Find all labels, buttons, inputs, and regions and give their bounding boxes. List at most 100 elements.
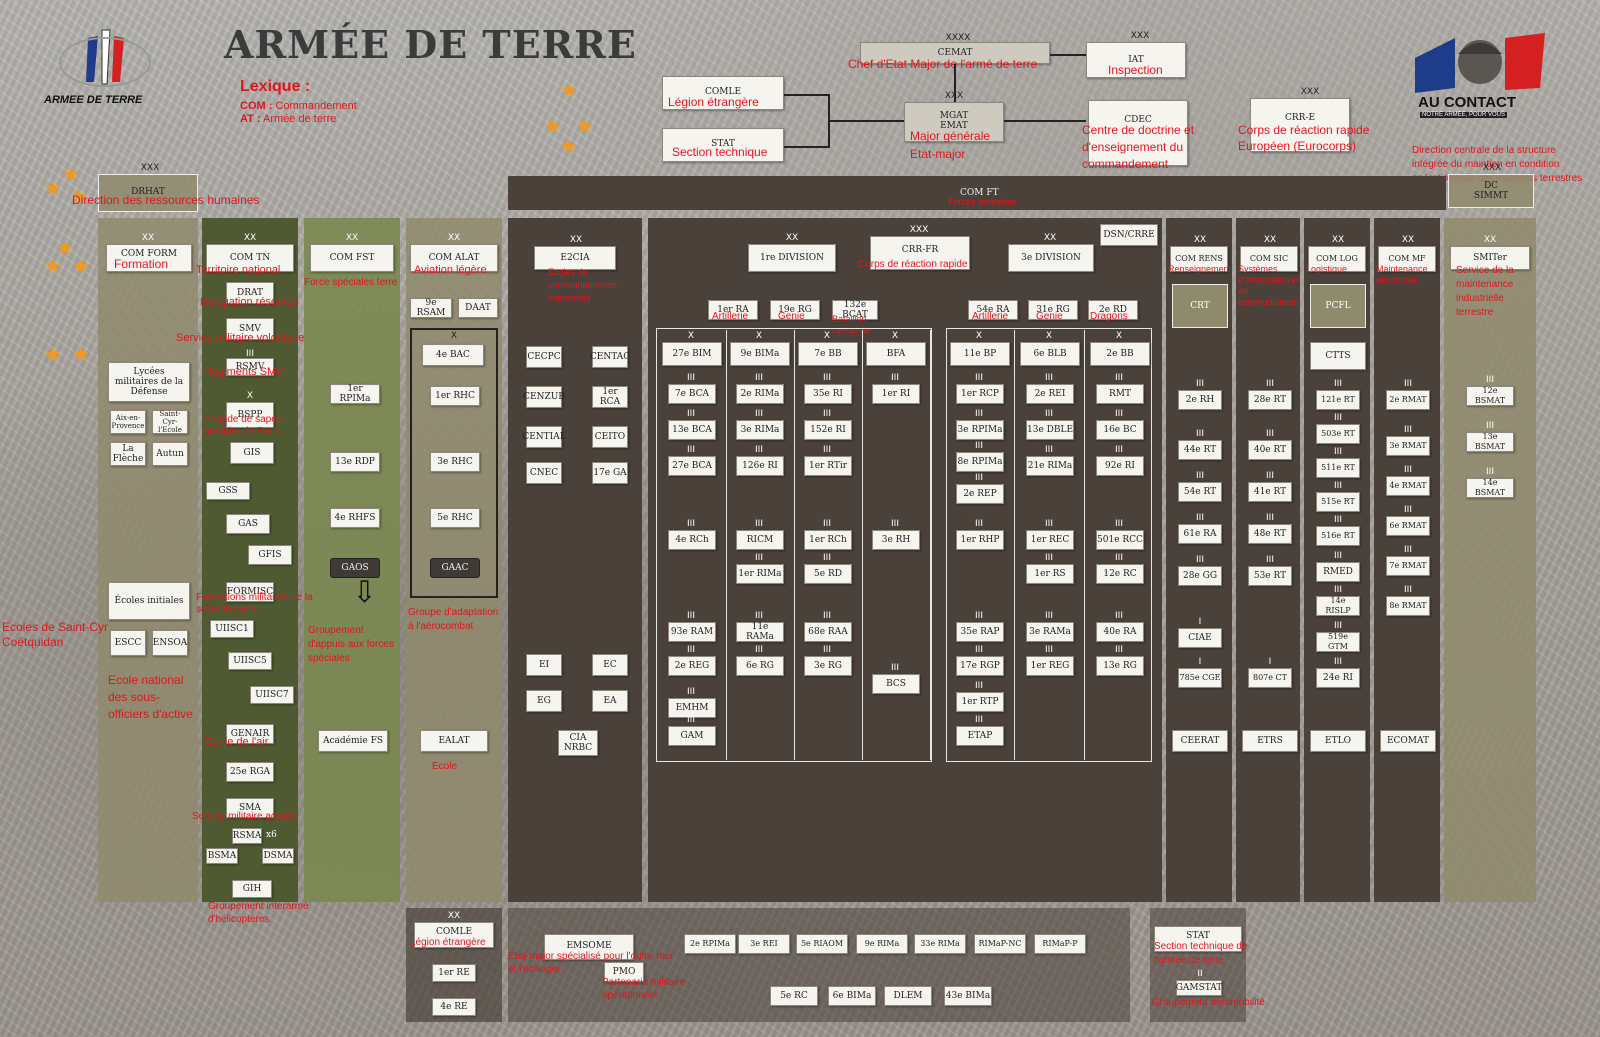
emsome-unit-box[interactable]: 5e RIAOM — [796, 934, 848, 954]
smv-box[interactable]: SMV — [226, 318, 274, 340]
unit-box[interactable]: 21e RIMa — [1026, 456, 1074, 476]
unit-box[interactable]: 121e RT — [1316, 390, 1360, 410]
comfst-box[interactable]: COM FST — [310, 244, 394, 272]
unit-box[interactable]: 11e RAMa — [736, 622, 784, 642]
division-3-box[interactable]: 3e DIVISION — [1008, 244, 1094, 272]
dsn-box[interactable]: DSN/CRRE — [1100, 224, 1158, 246]
rd2-box[interactable]: 2e RD — [1088, 300, 1138, 320]
unit-box[interactable]: 4e RMAT — [1386, 476, 1430, 496]
ealat-box[interactable]: EALAT — [420, 730, 488, 752]
rsma-box[interactable]: RSMA — [232, 828, 262, 844]
smiter-box[interactable]: SMITer — [1450, 246, 1530, 270]
emsome-unit-box[interactable]: 9e RIMa — [856, 934, 908, 954]
lycees-box[interactable]: Lycées militaires de la Défense — [108, 362, 190, 402]
comsic-school-box[interactable]: ETRS — [1242, 730, 1298, 752]
re4-box[interactable]: 4e RE — [432, 998, 476, 1016]
unit-box[interactable]: 35e RI — [804, 384, 852, 404]
academie-fs-box[interactable]: Académie FS — [318, 730, 388, 752]
emsome-unit-box[interactable]: DLEM — [884, 986, 932, 1006]
unit-box[interactable]: 28e RT — [1248, 390, 1292, 410]
unit-box[interactable]: 511e RT — [1316, 458, 1360, 478]
uisc1-box[interactable]: UIISC1 — [210, 620, 254, 638]
unit-box[interactable]: 6e RG — [736, 656, 784, 676]
unit-box[interactable]: 14e RISLP — [1316, 596, 1360, 616]
unit-box[interactable]: 13e RG — [1096, 656, 1144, 676]
unit-box[interactable]: 54e RT — [1178, 482, 1222, 502]
e2cia-unit-box[interactable]: CENZUB — [523, 386, 565, 408]
unit-box[interactable]: 2e REP — [956, 484, 1004, 504]
emsome-unit-box[interactable]: 3e REI — [738, 934, 790, 954]
gih-box[interactable]: GIH — [232, 880, 272, 898]
emsome-unit-box[interactable]: 6e BIMa — [828, 986, 876, 1006]
unit-box[interactable]: 501e RCC — [1096, 530, 1144, 550]
lafleche-box[interactable]: La Flèche — [110, 442, 146, 466]
gamstat-box[interactable]: GAMSTAT — [1176, 980, 1222, 996]
unit-box[interactable]: 785e CGE — [1178, 668, 1222, 688]
comrens-crt-box[interactable]: CRT — [1172, 284, 1228, 328]
commf-box[interactable]: COM MF — [1378, 246, 1436, 272]
gis-box[interactable]: GIS — [230, 442, 274, 464]
gss-box[interactable]: GSS — [206, 482, 250, 500]
escc-box[interactable]: ESCC — [110, 630, 146, 656]
brigade-box[interactable]: 11e BP — [950, 342, 1010, 366]
unit-box[interactable]: RMED — [1316, 562, 1360, 582]
ensoa-box[interactable]: ENSOA — [152, 630, 188, 656]
unit-box[interactable]: 126e RI — [736, 456, 784, 476]
bspp-box[interactable]: BSPP — [226, 402, 274, 428]
unit-box[interactable]: 7e RMAT — [1386, 556, 1430, 576]
unit-box[interactable]: 61e RA — [1178, 524, 1222, 544]
emsome-unit-box[interactable]: 5e RC — [770, 986, 818, 1006]
rsam-box[interactable]: 9e RSAM — [410, 298, 452, 318]
uisc5-box[interactable]: UIISC5 — [228, 652, 272, 670]
emsome-unit-box[interactable]: 33e RIMa — [914, 934, 966, 954]
unit-box[interactable]: 503e RT — [1316, 424, 1360, 444]
rg19-box[interactable]: 19e RG — [770, 300, 820, 320]
e2cia-unit-box[interactable]: CENTIAL — [522, 426, 566, 448]
ra54-box[interactable]: 54e RA — [968, 300, 1018, 320]
ctts-box[interactable]: CTTS — [1310, 342, 1366, 370]
unit-box[interactable]: RMT — [1096, 384, 1144, 404]
unit-box[interactable]: EMHM — [668, 698, 716, 718]
e2cia-unit-box[interactable]: EC — [592, 654, 628, 676]
stcyr-box[interactable]: Saint-Cyr-l'Ecole — [152, 410, 188, 434]
drat-box[interactable]: DRAT — [226, 282, 274, 304]
aix-box[interactable]: Aix-en-Provence — [110, 410, 146, 434]
e2cia-unit-box[interactable]: CIA NRBC — [558, 730, 598, 756]
unit-box[interactable]: 40e RT — [1248, 440, 1292, 460]
comrens-box[interactable]: COM RENS — [1170, 246, 1228, 272]
unit-box[interactable]: 28e GG — [1178, 566, 1222, 586]
autun-box[interactable]: Autun — [152, 442, 188, 466]
unit-box[interactable]: 1er RIMa — [736, 564, 784, 584]
rpima1-box[interactable]: 1er RPIMa — [330, 384, 380, 404]
unit-box[interactable]: 2e RIMa — [736, 384, 784, 404]
comlog-box[interactable]: COM LOG — [1308, 246, 1366, 272]
emsome-unit-box[interactable]: RIMaP-NC — [974, 934, 1026, 954]
comrens-school-box[interactable]: CEERAT — [1172, 730, 1228, 752]
e2cia-unit-box[interactable]: CECPC — [526, 346, 562, 368]
e2cia-unit-box[interactable]: CNEC — [526, 462, 562, 484]
cdec-box[interactable]: CDEC — [1088, 100, 1188, 166]
e2cia-unit-box[interactable]: CENTAC — [590, 346, 630, 368]
unit-box[interactable]: 1er RHP — [956, 530, 1004, 550]
crrfr-box[interactable]: CRR-FR — [870, 236, 970, 270]
unit-box[interactable]: 2e REI — [1026, 384, 1074, 404]
sma-box[interactable]: SMA — [226, 798, 274, 818]
comalat-box[interactable]: COM ALAT — [410, 244, 498, 272]
rga-box[interactable]: 25e RGA — [226, 762, 274, 782]
drhat-box[interactable]: DRHAT — [98, 174, 198, 212]
unit-box[interactable]: RICM — [736, 530, 784, 550]
rhfs4-box[interactable]: 4e RHFS — [330, 508, 380, 528]
unit-box[interactable]: 12e RC — [1096, 564, 1144, 584]
unit-box[interactable]: 48e RT — [1248, 524, 1292, 544]
bsma-box[interactable]: BSMA — [206, 848, 238, 864]
unit-box[interactable]: 516e RT — [1316, 526, 1360, 546]
re1-box[interactable]: 1er RE — [432, 964, 476, 982]
unit-box[interactable]: 3e RPIMa — [956, 420, 1004, 440]
formisc-box[interactable]: FORMISC — [226, 582, 274, 602]
unit-box[interactable]: 2e REG — [668, 656, 716, 676]
dsma-box[interactable]: DSMA — [262, 848, 294, 864]
dcsimmt-box[interactable]: DC SIMMT — [1448, 174, 1534, 208]
unit-box[interactable]: 1er REG — [1026, 656, 1074, 676]
unit-box[interactable]: 1er RTir — [804, 456, 852, 476]
mgat-box[interactable]: MGAT EMAT — [904, 102, 1004, 142]
